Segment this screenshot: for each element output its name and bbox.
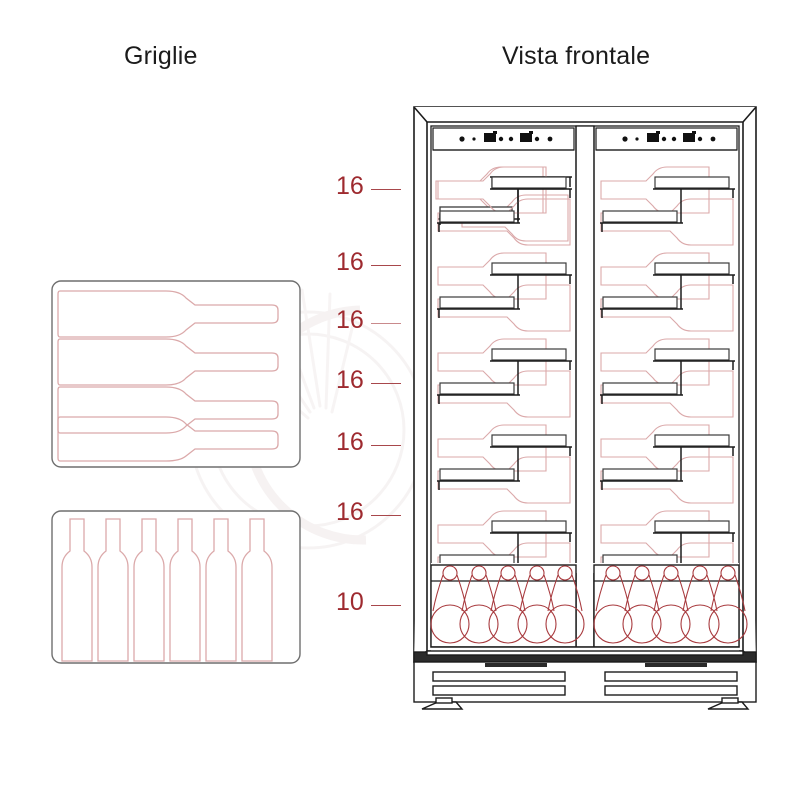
leader-line bbox=[370, 445, 401, 446]
callout-row-6-value: 16 bbox=[336, 498, 364, 526]
upright-bottles-right bbox=[593, 565, 748, 644]
callout-row-3-value: 16 bbox=[336, 306, 364, 334]
panel-dot-icon bbox=[459, 136, 465, 142]
bottle-top-view bbox=[593, 565, 633, 644]
panel-dot-icon bbox=[534, 136, 540, 142]
panel-dot-icon bbox=[635, 137, 639, 141]
upright-bottles-left bbox=[430, 565, 585, 644]
callout-row-2: 16 bbox=[336, 248, 401, 277]
rack-row-right-4 bbox=[600, 424, 735, 504]
callout-row-3: 16 bbox=[336, 306, 401, 335]
leader-line bbox=[370, 265, 401, 266]
panel-dot-icon bbox=[661, 136, 667, 142]
panel-dot-icon bbox=[547, 136, 553, 142]
panel-dot-icon bbox=[671, 136, 677, 142]
foot-right-stem bbox=[721, 697, 739, 704]
base-vent bbox=[604, 685, 738, 696]
bottle-top-view bbox=[622, 565, 662, 644]
page-title-vista-frontale: Vista frontale bbox=[502, 42, 651, 70]
rack-row-right-3 bbox=[600, 338, 735, 418]
callout-row-1-value: 16 bbox=[336, 172, 364, 200]
base-vent bbox=[604, 671, 738, 682]
panel-display-icon bbox=[647, 133, 659, 142]
sliding-shelf-detail bbox=[51, 280, 301, 468]
panel-dot-icon bbox=[697, 136, 703, 142]
panel-display-icon bbox=[484, 133, 496, 142]
control-panel-right bbox=[595, 127, 738, 151]
base-vent bbox=[432, 671, 566, 682]
callout-row-1: 16 bbox=[336, 172, 401, 201]
panel-dot-icon bbox=[710, 136, 716, 142]
panel-dot-icon bbox=[472, 137, 476, 141]
cabinet-feet bbox=[421, 697, 750, 710]
leader-line bbox=[370, 323, 401, 324]
rack-row-left-4 bbox=[437, 424, 572, 504]
rack-row-left-2 bbox=[437, 252, 572, 332]
callout-row-6: 16 bbox=[336, 498, 401, 527]
bottle-top-view bbox=[651, 565, 691, 644]
callout-row-7-value: 10 bbox=[336, 588, 364, 616]
foot-left bbox=[421, 701, 464, 710]
callout-row-2-value: 16 bbox=[336, 248, 364, 276]
page-title-griglie: Griglie bbox=[124, 42, 198, 70]
leader-line bbox=[370, 189, 401, 190]
leader-line bbox=[370, 383, 401, 384]
foot-left-stem bbox=[435, 697, 453, 704]
foot-right bbox=[707, 701, 750, 710]
bottle-top-view bbox=[708, 565, 748, 644]
panel-display-icon bbox=[683, 133, 695, 142]
standing-shelf-detail bbox=[51, 510, 301, 664]
callout-row-7: 10 bbox=[336, 588, 401, 617]
callout-row-5-value: 16 bbox=[336, 428, 364, 456]
bottle-top-view bbox=[545, 565, 585, 644]
cabinet-base bbox=[413, 650, 757, 703]
wine-cabinet-front-view bbox=[413, 106, 757, 710]
rack-row-right-1 bbox=[600, 166, 735, 246]
leader-line bbox=[370, 605, 401, 606]
griglie-details bbox=[51, 280, 301, 664]
bottle-top-view bbox=[459, 565, 499, 644]
base-vent bbox=[432, 685, 566, 696]
bottle-top-view bbox=[488, 565, 528, 644]
rack-row-right-2 bbox=[600, 252, 735, 332]
rack-row-left-3 bbox=[437, 338, 572, 418]
callout-row-4: 16 bbox=[336, 366, 401, 395]
control-panel-left bbox=[432, 127, 575, 151]
panel-dot-icon bbox=[508, 136, 514, 142]
bottle-top-view bbox=[430, 565, 470, 644]
panel-display-icon bbox=[520, 133, 532, 142]
leader-line bbox=[370, 515, 401, 516]
rack-row-left-1 bbox=[437, 166, 572, 246]
panel-dot-icon bbox=[622, 136, 628, 142]
callout-row-4-value: 16 bbox=[336, 366, 364, 394]
panel-dot-icon bbox=[498, 136, 504, 142]
callout-row-5: 16 bbox=[336, 428, 401, 457]
